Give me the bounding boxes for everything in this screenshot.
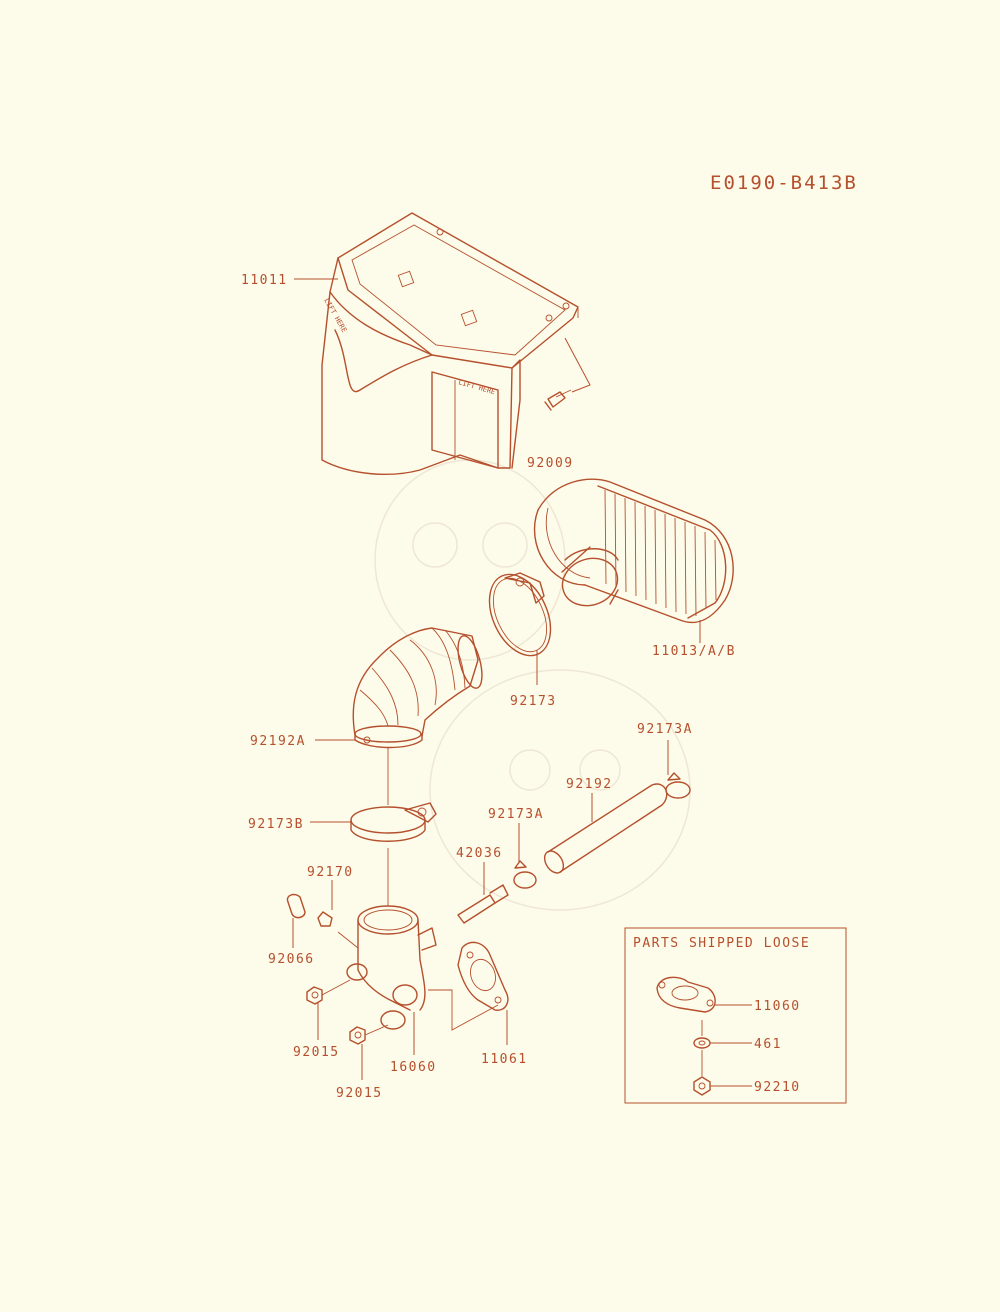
loose-washer bbox=[693, 1020, 752, 1049]
label-92066: 92066 bbox=[268, 952, 315, 967]
label-92009: 92009 bbox=[527, 456, 574, 471]
air-cleaner-cover: LIFT HERE LIFT HERE bbox=[321, 212, 579, 476]
diagram-code: E0190-B413B bbox=[710, 172, 858, 194]
label-92170: 92170 bbox=[307, 865, 354, 880]
label-92173B: 92173B bbox=[248, 817, 304, 832]
label-92192A: 92192A bbox=[250, 734, 306, 749]
hose-clamp-b bbox=[350, 748, 437, 842]
large-hose-clamp bbox=[488, 572, 552, 685]
gasket bbox=[428, 941, 509, 1045]
loose-nut bbox=[693, 1050, 752, 1096]
label-92173A-mid: 92173A bbox=[488, 807, 544, 822]
nut-bottom bbox=[349, 1024, 389, 1080]
label-92210: 92210 bbox=[754, 1080, 801, 1095]
label-11013: 11013/A/B bbox=[652, 644, 736, 659]
label-11060: 11060 bbox=[754, 999, 801, 1014]
bolt bbox=[544, 337, 591, 411]
label-16060: 16060 bbox=[390, 1060, 437, 1075]
cap bbox=[286, 893, 306, 948]
small-hose-clamp-top bbox=[665, 740, 691, 799]
nut-left bbox=[306, 979, 351, 1040]
housing-text: LIFT HERE bbox=[457, 378, 496, 396]
label-92173: 92173 bbox=[510, 694, 557, 709]
small-hose-clamp-mid bbox=[513, 823, 537, 889]
label-42036: 42036 bbox=[456, 846, 503, 861]
label-92192: 92192 bbox=[566, 777, 613, 792]
intake-elbow bbox=[352, 627, 483, 749]
label-11011: 11011 bbox=[241, 273, 288, 288]
watermark bbox=[374, 459, 691, 911]
plug bbox=[317, 880, 333, 927]
breather-hose bbox=[543, 783, 668, 874]
label-11061: 11061 bbox=[481, 1052, 528, 1067]
parts-shipped-loose-box: PARTS SHIPPED LOOSE bbox=[624, 927, 847, 1104]
label-92015-left: 92015 bbox=[293, 1045, 340, 1060]
label-461: 461 bbox=[754, 1037, 782, 1052]
loose-gasket bbox=[656, 976, 752, 1013]
part-labels: 11011 92009 11013/A/B 92173 92192A 92173… bbox=[241, 273, 801, 1101]
leader-lines bbox=[294, 278, 355, 823]
box-title: PARTS SHIPPED LOOSE bbox=[633, 936, 810, 951]
breather-fitting bbox=[457, 862, 509, 924]
carburetor-holder bbox=[337, 848, 437, 1055]
air-filter-element bbox=[533, 478, 734, 643]
label-92173A-top: 92173A bbox=[637, 722, 693, 737]
label-92015-bottom: 92015 bbox=[336, 1086, 383, 1101]
